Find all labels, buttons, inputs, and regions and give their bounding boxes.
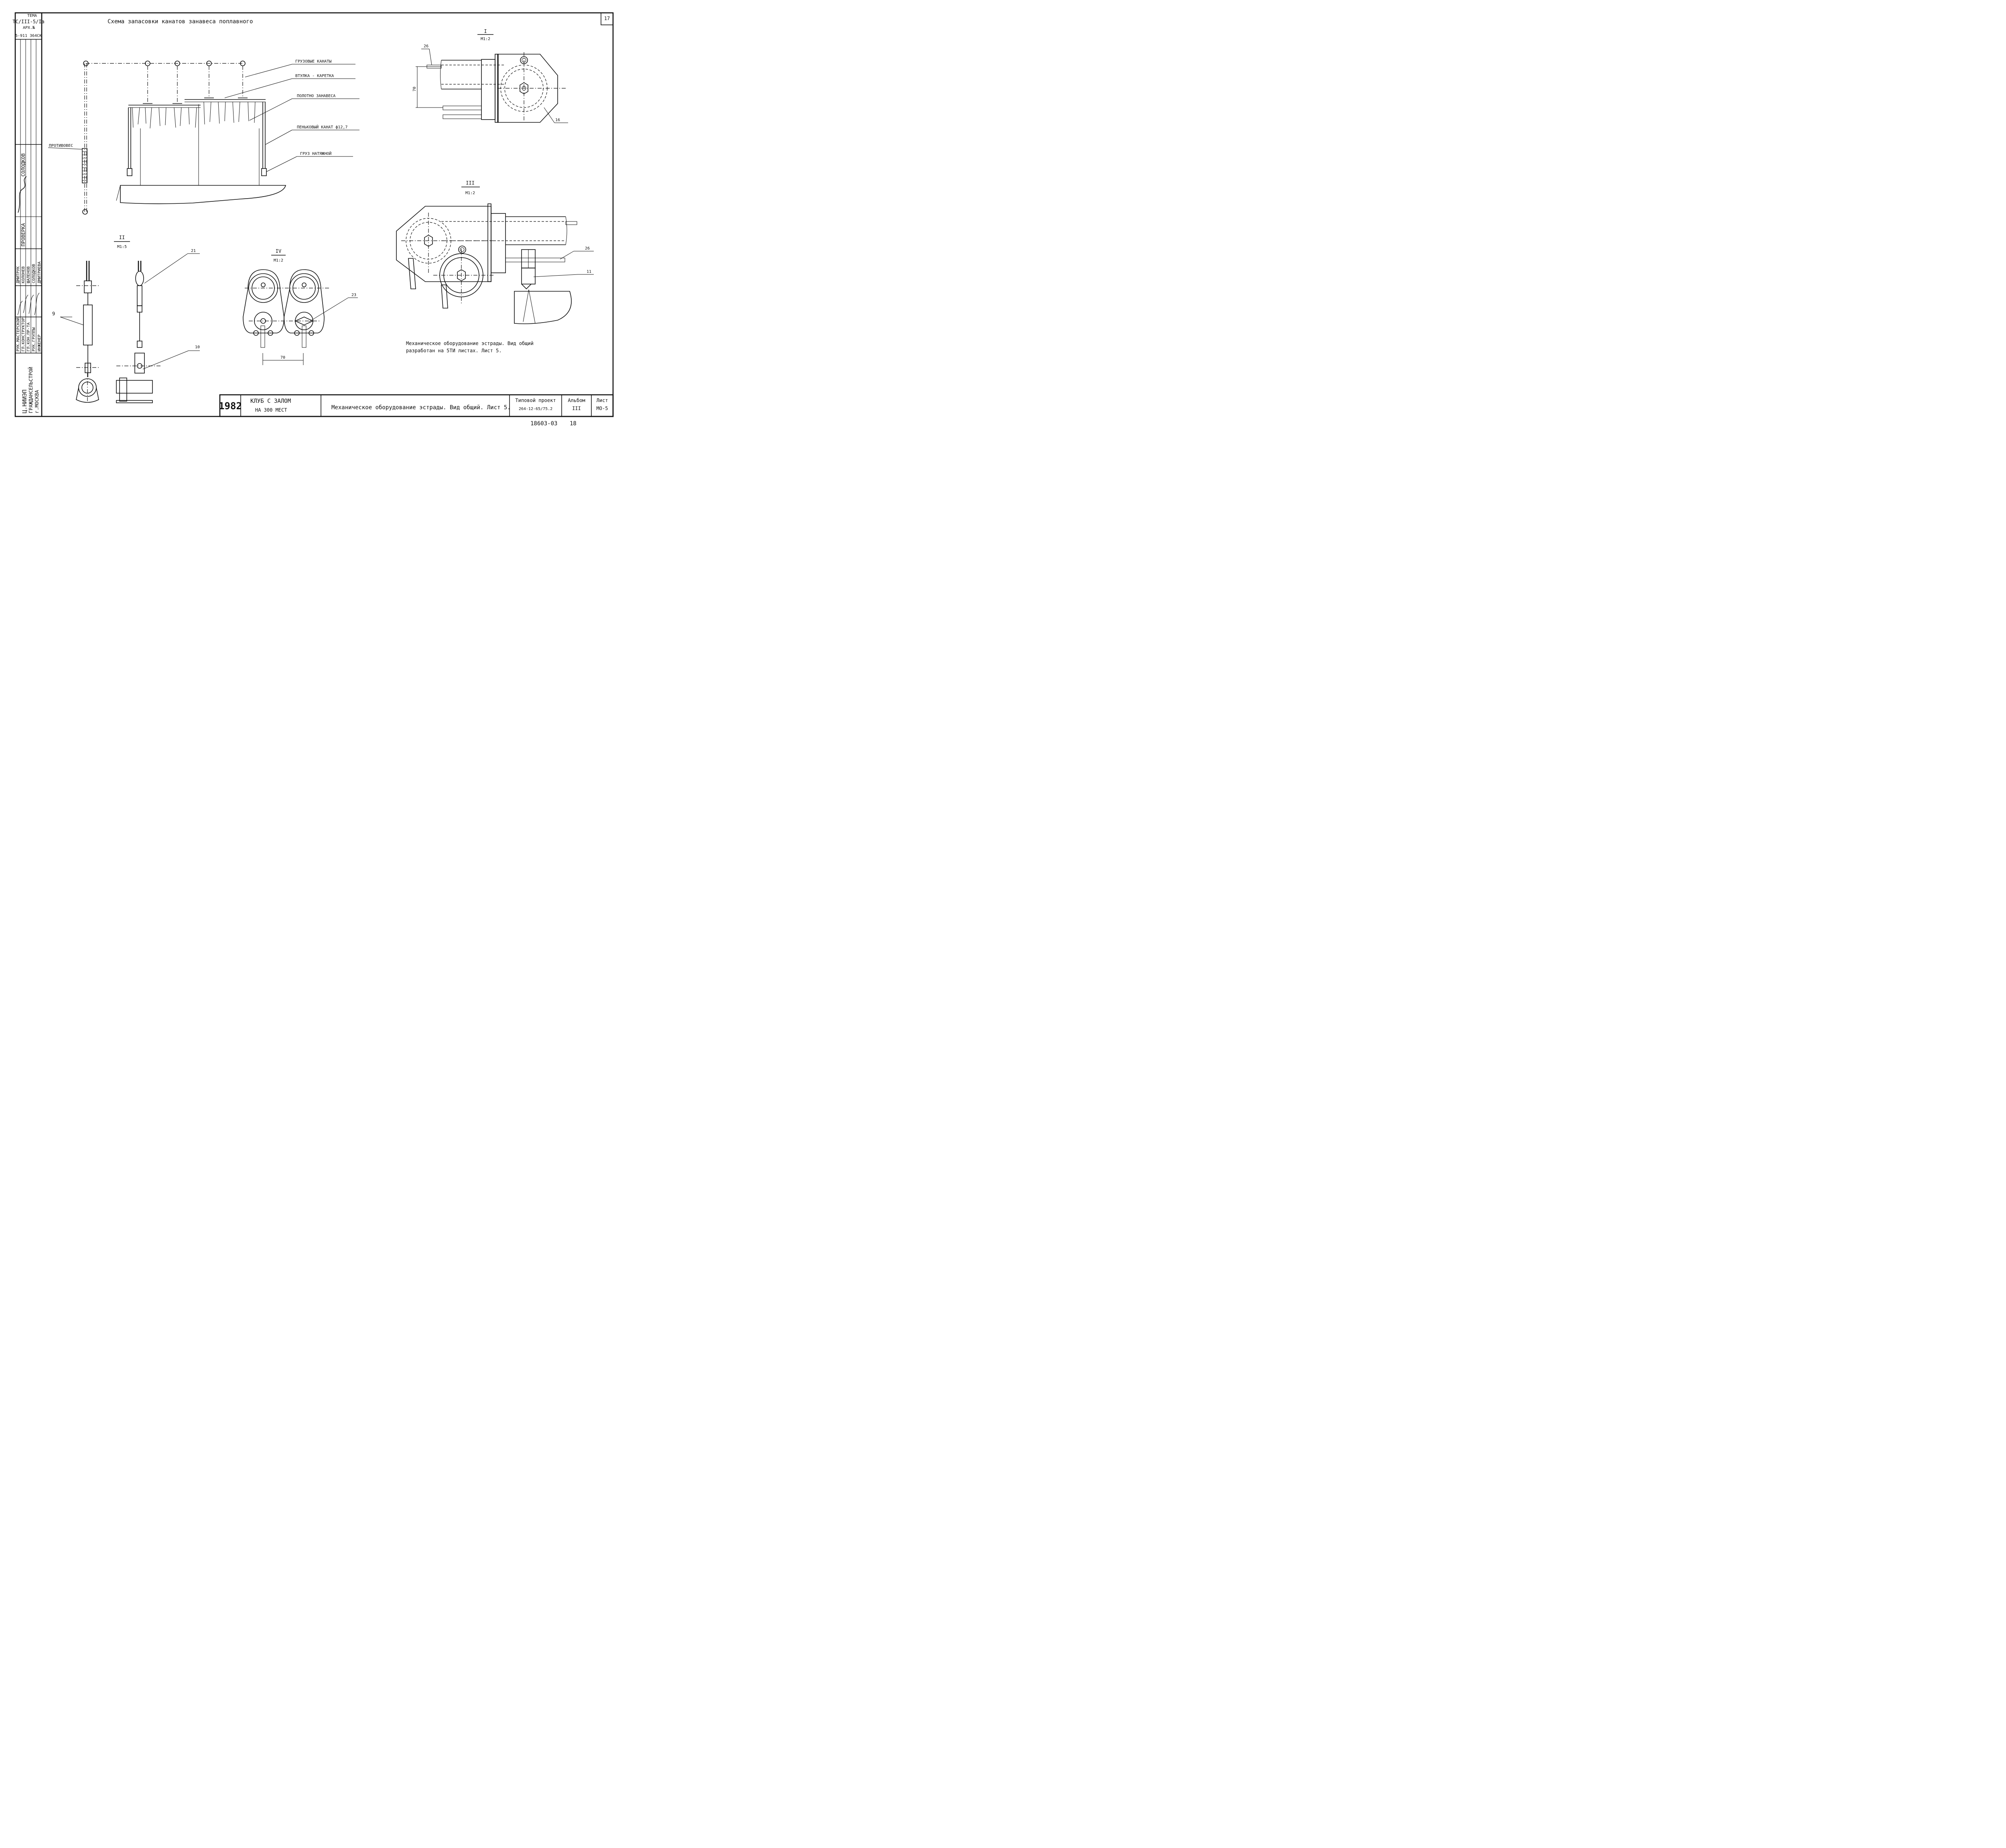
org-line3: г.МОСКВА <box>34 390 40 413</box>
title-project-code: 264-12-65/75.2 <box>519 407 552 411</box>
view-1-numeral: I <box>484 28 487 34</box>
view-4-numeral: IV <box>276 248 281 254</box>
label-bushing-carriage: ВТУЛКА - КАРЕТКА <box>295 74 334 78</box>
role-5: ИНЖЕНЕР <box>37 335 42 351</box>
label-curtain-fabric: ПОЛОТНО ЗАНАВЕСА <box>297 94 335 98</box>
view-1-scale: М1:2 <box>481 37 490 41</box>
stamp-code: 5-911 364СК <box>15 34 42 38</box>
pos-26-view3: 26 <box>585 246 590 251</box>
top-stamp: ТЕМА ТС/III-5/Iа АРХ.№ 5-911 364СК <box>12 14 45 40</box>
curtain-section <box>514 291 572 324</box>
right-curtain <box>203 102 266 169</box>
name-2: КОЛОНЕВ <box>21 266 26 283</box>
name-1: ДМИТРУК <box>16 266 20 283</box>
signature-scribble-check <box>18 176 27 213</box>
title-year: 1982 <box>219 400 242 412</box>
drawing-sheet: 17 ТЕМА ТС/III-5/Iа АРХ.№ 5-911 364СК РУ… <box>12 12 614 427</box>
title-album-label: Альбом <box>568 398 585 403</box>
left-curtain <box>128 107 197 169</box>
check-name: СОЛОДКОВ <box>20 153 26 177</box>
org-line1: Ц.НИИЭП <box>22 390 28 413</box>
view-3-scale: М1:2 <box>465 191 475 195</box>
pos-11: 11 <box>587 270 591 274</box>
check-label: ПРОВЕРКА <box>20 223 26 246</box>
title-object-line1: КЛУБ С ЗАЛОМ <box>250 398 291 404</box>
tema-code: ТС/III-5/Iа <box>12 19 44 24</box>
dim-70-view1: 70 <box>412 87 417 91</box>
corner-sheet-number: 17 <box>601 12 613 25</box>
name-3: ШАЛЕНОВ <box>26 266 31 283</box>
title-sheet-label: Лист <box>597 398 608 403</box>
note-line-1: Механическое оборудование эстрады. Вид о… <box>406 341 534 346</box>
name-4: СОЛОДКОВ <box>32 264 36 283</box>
view-3: III М1:2 <box>396 180 594 324</box>
name-5: ДМИТРИЕВА <box>37 262 42 283</box>
role-4: РУК.ГРУППЫ <box>32 327 36 351</box>
label-tension-weight: ГРУЗ НАТЯЖНОЙ <box>300 151 331 156</box>
view-4-scale: М1:2 <box>274 258 283 263</box>
tension-weight-left <box>127 168 132 176</box>
role-2: ГЛ.КОНСТРУКТОР <box>21 318 26 351</box>
org-line2: ГРАЖДАНСЕЛЬСТРОЙ <box>28 367 34 413</box>
tema-label: ТЕМА <box>27 14 37 18</box>
pos-16: 16 <box>555 118 560 122</box>
title-block: 1982 КЛУБ С ЗАЛОМ НА 300 МЕСТ Механическ… <box>219 394 614 417</box>
view-1: I М1:2 70 26 <box>412 28 568 123</box>
label-hemp-rope: ПЕНЬКОВЫЙ КАНАТ ф12,7 <box>297 124 347 130</box>
counterweight <box>82 148 87 183</box>
svg-text:17: 17 <box>604 16 610 21</box>
stage-floor <box>120 185 286 204</box>
dim-70-view4: 70 <box>280 355 285 360</box>
pos-9: 9 <box>52 311 55 317</box>
pos-21: 21 <box>191 249 196 253</box>
tension-weight-right <box>261 168 267 176</box>
signature-scribbles <box>17 292 40 315</box>
signature-table: РУК.МАСТЕРСКОЙ ГЛ.КОНСТРУКТОР ГЛ.КОН.ПР-… <box>15 39 42 353</box>
note-line-2: разработан на 5ТИ листах. Лист 5. <box>406 348 502 353</box>
pos-10: 10 <box>195 345 200 349</box>
scheme-title: Схема запасовки канатов занавеса поплавн… <box>108 18 253 25</box>
turnbuckle-9 <box>83 305 93 345</box>
sheet-frame <box>14 12 614 417</box>
view-4: IV М1:2 70 23 <box>243 248 358 365</box>
title-object-line2: НА 300 МЕСТ <box>255 407 287 413</box>
footer-page: 18 <box>570 420 577 427</box>
arch-label: АРХ.№ <box>23 26 35 30</box>
title-sheet-value: МО-5 <box>597 406 608 411</box>
org-block: Ц.НИИЭП ГРАЖДАНСЕЛЬСТРОЙ г.МОСКВА <box>22 367 40 413</box>
footer-inventory: 18603-03 <box>530 420 557 427</box>
view-3-numeral: III <box>466 180 475 186</box>
label-counterweight: ПРОТИВОВЕС <box>49 144 73 148</box>
label-cargo-ropes: ГРУЗОВЫЕ КАНАТЫ <box>295 59 331 64</box>
role-1: РУК.МАСТЕРСКОЙ <box>15 318 20 351</box>
pos-23: 23 <box>351 293 356 297</box>
title-sheet-title: Механическое оборудование эстрады. Вид о… <box>331 404 511 411</box>
title-album-value: III <box>572 406 581 411</box>
title-project-label: Типовой проект <box>515 398 556 403</box>
view-2-scale: М1:5 <box>117 245 127 249</box>
rigging-scheme: ПРОТИВОВЕС <box>48 59 359 215</box>
top-pulley-1 <box>83 61 89 66</box>
view-2: II М1:5 9 21 <box>52 235 200 403</box>
role-3: ГЛ.КОН.ПР-ТА <box>26 323 31 351</box>
bottom-pulley <box>82 209 88 215</box>
pos-26-view1: 26 <box>424 44 428 49</box>
view-2-numeral: II <box>119 235 125 240</box>
